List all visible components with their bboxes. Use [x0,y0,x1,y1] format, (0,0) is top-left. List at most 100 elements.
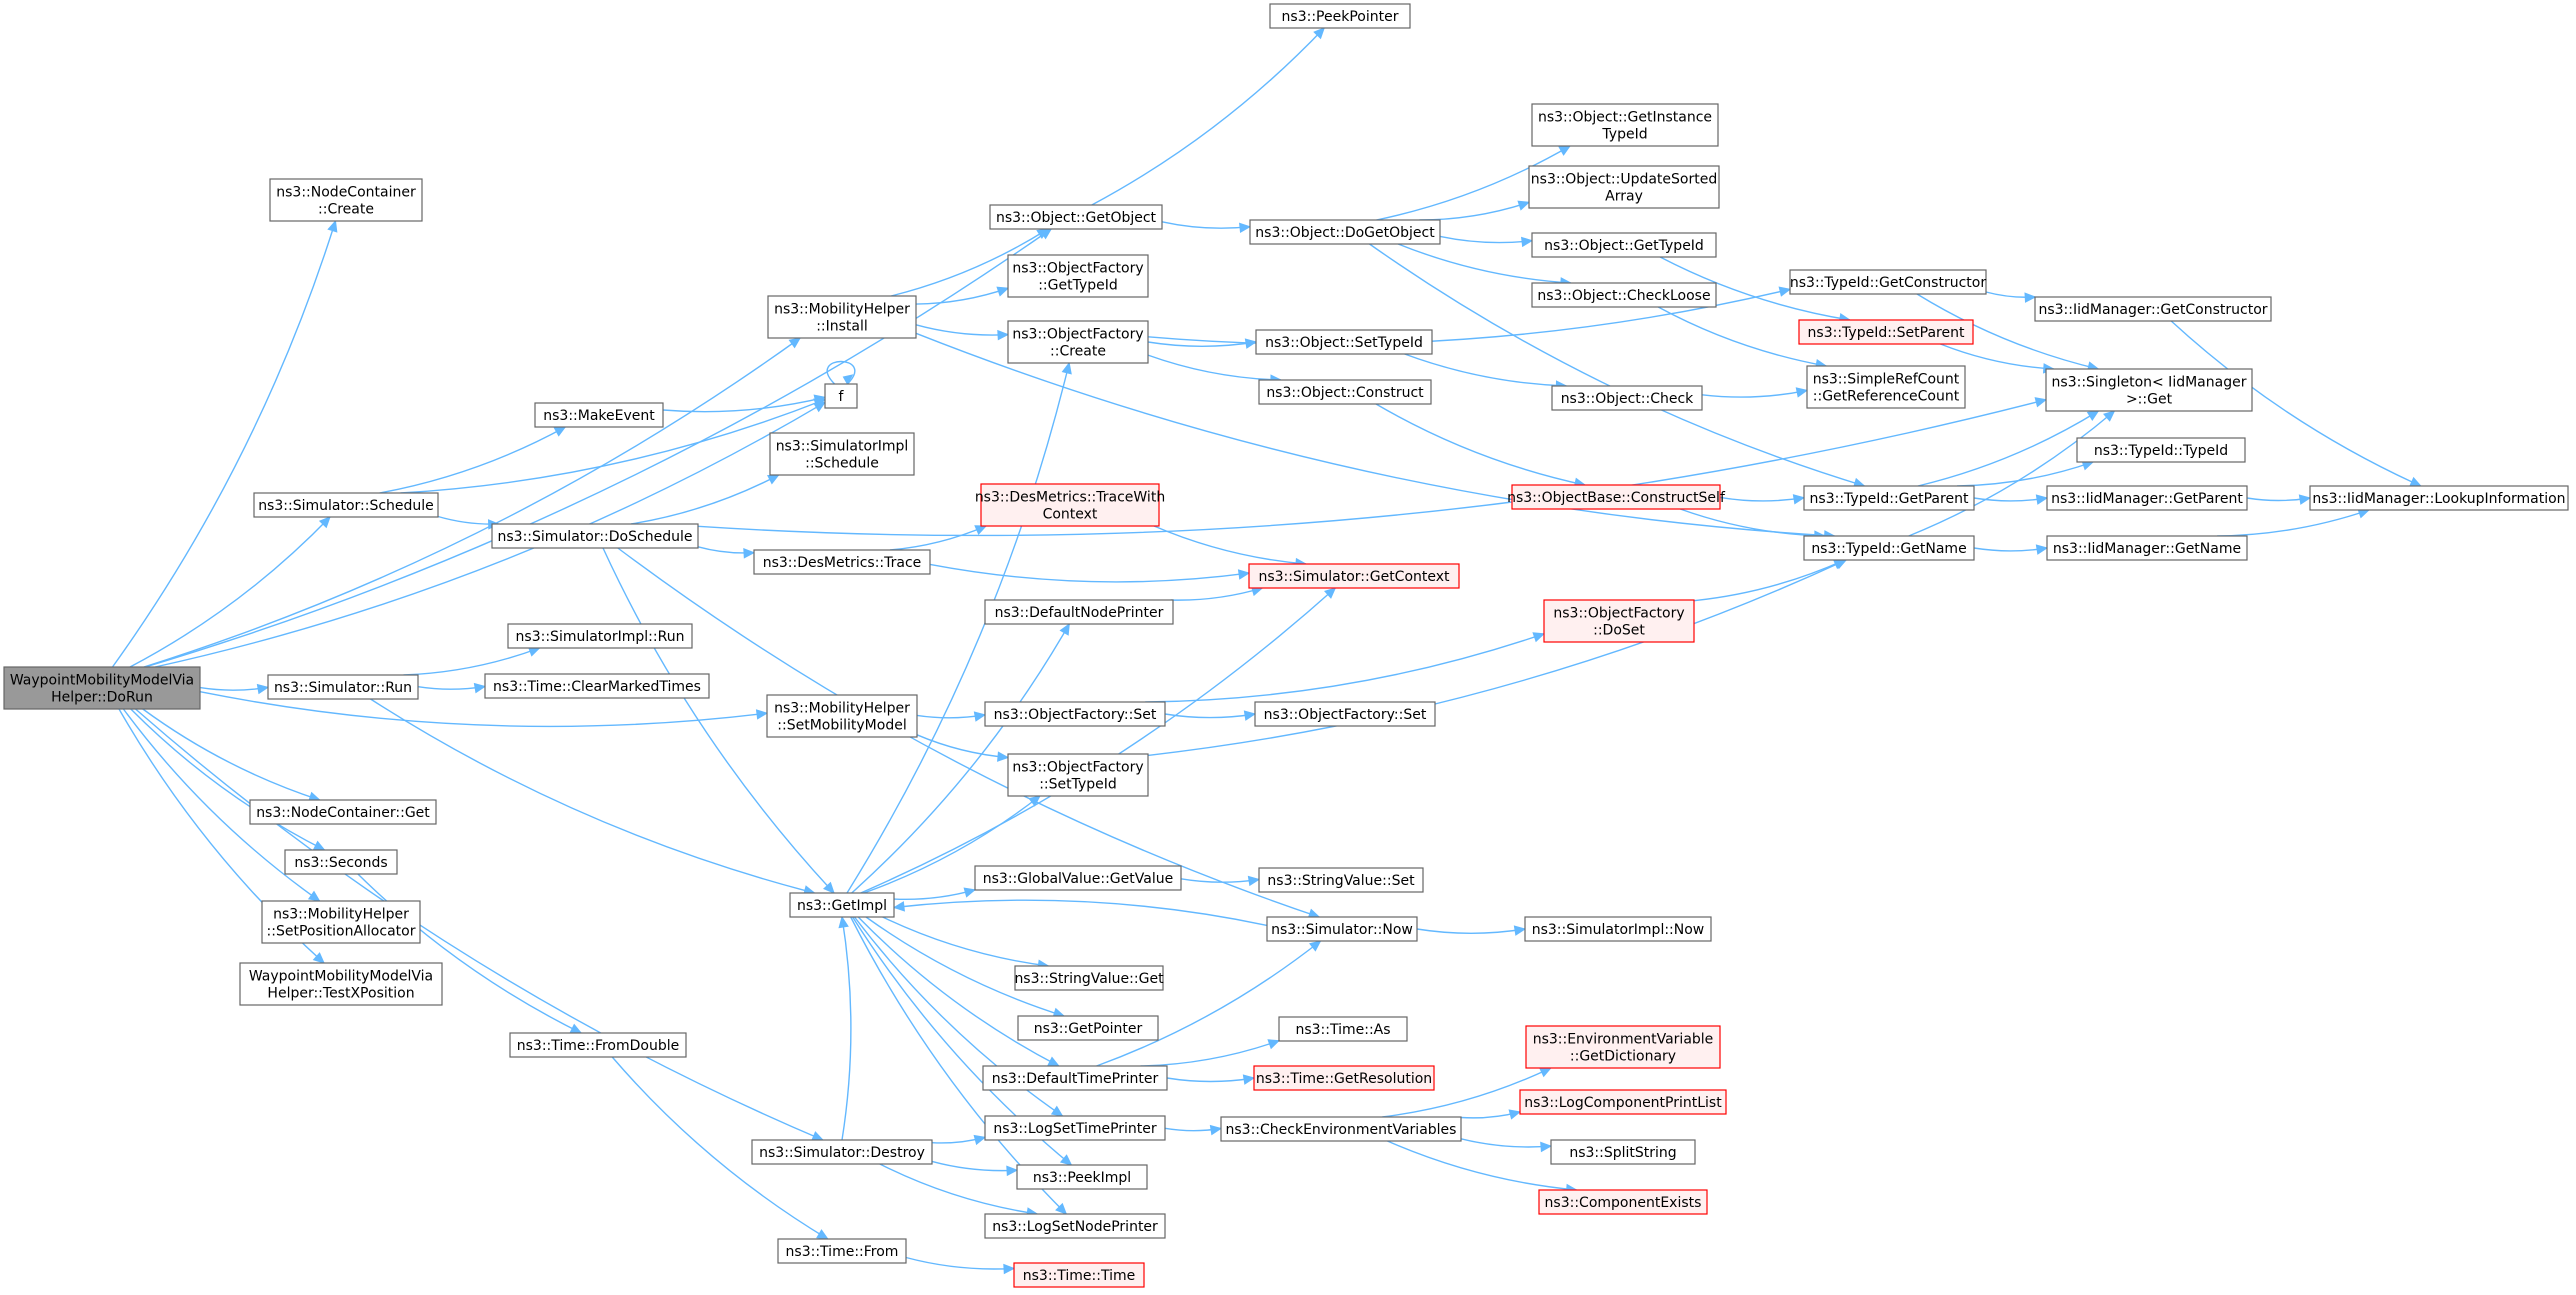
node-getimpl[interactable]: ns3::GetImpl [789,892,895,918]
node-of_set[interactable]: ns3::ObjectFactory::Set [984,701,1166,727]
node-box [1550,1139,1696,1165]
node-time_fromdouble[interactable]: ns3::Time::FromDouble [509,1032,687,1058]
node-typeid_getname[interactable]: ns3::TypeId::GetName [1803,535,1975,561]
node-simplerefcount[interactable]: ns3::SimpleRefCount::GetReferenceCount [1806,365,1966,409]
node-sim_destroy[interactable]: ns3::Simulator::Destroy [751,1139,933,1165]
node-getobject[interactable]: ns3::Object::GetObject [989,204,1163,230]
node-nc_create[interactable]: ns3::NodeContainer::Create [269,178,423,222]
edge-sim_doschedule-to-desmetrics_trace [697,546,756,559]
node-peekpointer[interactable]: ns3::PeekPointer [1269,3,1411,29]
node-simimpl_schedule[interactable]: ns3::SimulatorImpl::Schedule [769,432,915,476]
node-label: ns3::NodeContainer::Get [256,805,430,821]
edge-sim_destroy-to-logsettimeprinter [931,1134,987,1146]
node-mh_setposalloc[interactable]: ns3::MobilityHelper::SetPositionAllocato… [261,900,421,944]
edge-typeid_getname-to-singleton [1908,410,2116,537]
edge-desmetrics_tracewith-to-sim_getcontext [1153,525,1308,569]
node-label: ns3::Simulator::Schedule [258,498,434,514]
edge-root-to-sim_schedule [129,516,331,668]
node-time_clearmarked[interactable]: ns3::Time::ClearMarkedTimes [484,673,710,699]
node-sim_run[interactable]: ns3::Simulator::Run [267,674,419,700]
node-env_getdict[interactable]: ns3::EnvironmentVariable::GetDictionary [1525,1025,1721,1069]
node-nc_get[interactable]: ns3::NodeContainer::Get [249,799,437,825]
node-testxposition[interactable]: WaypointMobilityModelViaHelper::TestXPos… [239,962,443,1006]
node-box [767,295,917,339]
node-of_set2[interactable]: ns3::ObjectFactory::Set [1254,701,1436,727]
node-getpointer[interactable]: ns3::GetPointer [1017,1015,1159,1041]
edge-mh_install-to-getobject [890,228,1049,297]
node-checkloose[interactable]: ns3::Object::CheckLoose [1531,282,1717,308]
node-iid_getparent[interactable]: ns3::IidManager::GetParent [2046,485,2248,511]
node-iid_lookup[interactable]: ns3::IidManager::LookupInformation [2309,485,2569,511]
node-iid_getname[interactable]: ns3::IidManager::GetName [2046,535,2248,561]
node-peekimpl[interactable]: ns3::PeekImpl [1016,1164,1148,1190]
node-time_time[interactable]: ns3::Time::Time [1013,1262,1145,1288]
node-box [284,849,398,875]
node-iid_getconstructor[interactable]: ns3::IidManager::GetConstructor [2034,296,2272,322]
node-box [2046,535,2248,561]
node-splitstring[interactable]: ns3::SplitString [1550,1139,1696,1165]
edge-getimpl-to-of_create [846,361,1072,894]
node-makeevent[interactable]: ns3::MakeEvent [534,402,664,428]
node-sv_get[interactable]: ns3::StringValue::Get [1014,965,1164,991]
node-time_from[interactable]: ns3::Time::From [777,1238,907,1264]
node-logcompprintlist[interactable]: ns3::LogComponentPrintList [1519,1089,1727,1115]
node-dogetobject[interactable]: ns3::Object::DoGetObject [1249,219,1441,245]
node-obj_check[interactable]: ns3::Object::Check [1551,385,1703,411]
node-box [1551,385,1703,411]
edge-iid_getname-to-iid_lookup [2217,508,2371,537]
node-typeid_getconstructor[interactable]: ns3::TypeId::GetConstructor [1789,269,1987,295]
node-obj_construct[interactable]: ns3::Object::Construct [1258,379,1432,405]
node-of_gettypeid[interactable]: ns3::ObjectFactory::GetTypeId [1007,254,1149,298]
node-checkenvvars[interactable]: ns3::CheckEnvironmentVariables [1220,1116,1462,1142]
node-label: ns3::ObjectFactory::Set [994,707,1157,723]
node-f[interactable]: f [824,383,858,409]
node-singleton[interactable]: ns3::Singleton< IidManager>::Get [2045,368,2253,412]
node-obj_gettypeid[interactable]: ns3::Object::GetTypeId [1531,232,1717,258]
node-sim_schedule[interactable]: ns3::Simulator::Schedule [253,492,439,518]
node-time_as[interactable]: ns3::Time::As [1278,1016,1408,1042]
node-defaulttimeprinter[interactable]: ns3::DefaultTimePrinter [982,1065,1168,1091]
node-mh_setmobilitymodel[interactable]: ns3::MobilityHelper::SetMobilityModel [766,694,918,738]
edge-root-to-nc_create [111,219,338,668]
edge-sim_doschedule-to-singleton [697,397,2048,537]
node-typeid_typeid[interactable]: ns3::TypeId::TypeId [2076,437,2246,463]
node-sim_getcontext[interactable]: ns3::Simulator::GetContext [1248,563,1460,589]
node-label: ns3::DefaultNodePrinter [995,605,1164,621]
node-label: ::Install [816,319,868,335]
node-sim_now[interactable]: ns3::Simulator::Now [1266,916,1418,942]
edge-root-to-f [154,401,827,668]
node-simimpl_now[interactable]: ns3::SimulatorImpl::Now [1524,916,1712,942]
edge-of_set-to-of_doset [1145,632,1546,703]
node-obj_settypeid[interactable]: ns3::Object::SetTypeId [1255,329,1433,355]
node-mh_install[interactable]: ns3::MobilityHelper::Install [767,295,917,339]
node-label: ns3::DefaultTimePrinter [992,1071,1159,1087]
node-logsettimeprinter[interactable]: ns3::LogSetTimePrinter [984,1115,1166,1141]
node-objectbase_constructself[interactable]: ns3::ObjectBase::ConstructSelf [1507,484,1726,510]
node-desmetrics_trace[interactable]: ns3::DesMetrics::Trace [753,549,931,575]
node-of_settypeid[interactable]: ns3::ObjectFactory::SetTypeId [1007,753,1149,797]
node-box [751,1139,933,1165]
node-time_getresolution[interactable]: ns3::Time::GetResolution [1253,1065,1435,1091]
node-logsetnodeprinter[interactable]: ns3::LogSetNodePrinter [984,1213,1166,1239]
node-box [989,204,1163,230]
node-typeid_getparent[interactable]: ns3::TypeId::GetParent [1803,485,1975,511]
node-typeid_setparent[interactable]: ns3::TypeId::SetParent [1798,319,1974,345]
node-box [1253,1065,1435,1091]
node-sim_doschedule[interactable]: ns3::Simulator::DoSchedule [491,523,699,549]
node-of_create[interactable]: ns3::ObjectFactory::Create [1007,320,1149,364]
node-gv_getvalue[interactable]: ns3::GlobalValue::GetValue [974,865,1182,891]
node-defaultnodeprinter[interactable]: ns3::DefaultNodePrinter [984,599,1174,625]
node-simimpl_run[interactable]: ns3::SimulatorImpl::Run [507,623,693,649]
edge-getobject-to-dogetobject [1161,221,1252,234]
node-seconds[interactable]: ns3::Seconds [284,849,398,875]
node-componentexists[interactable]: ns3::ComponentExists [1538,1189,1708,1215]
node-of_doset[interactable]: ns3::ObjectFactory::DoSet [1543,599,1695,643]
node-sv_set[interactable]: ns3::StringValue::Set [1258,867,1424,893]
node-label: ns3::Seconds [294,855,387,871]
node-box [1511,484,1721,510]
edge-of_doset-to-typeid_getname [1693,559,1846,602]
